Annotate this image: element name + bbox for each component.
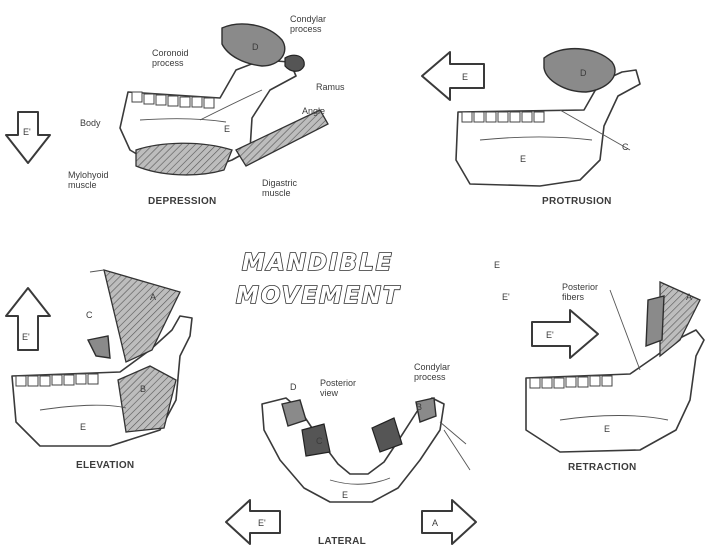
elevation-label-e: E <box>80 422 86 432</box>
protrusion-label-e: E <box>520 154 526 164</box>
depression-label-e: E <box>224 124 230 134</box>
lateral-label-e: E <box>342 490 348 500</box>
lateral-label-c: C <box>316 436 323 446</box>
caption-elevation: ELEVATION <box>76 460 134 471</box>
caption-lateral: LATERAL <box>318 536 366 547</box>
title-mark1: E <box>494 260 500 270</box>
lateral-arrow-right-icon: A <box>422 500 476 544</box>
retraction-arrow-right-icon: E' <box>532 310 598 358</box>
lateral-label-d: D <box>290 382 297 392</box>
lateral-mandible <box>262 398 470 502</box>
protrusion-arrow-left-icon: E <box>422 52 484 100</box>
caption-protrusion: PROTRUSION <box>542 196 612 207</box>
label-body: Body <box>80 118 101 128</box>
title-mark2: E' <box>502 292 510 302</box>
protrusion-label-c: C <box>622 142 629 152</box>
depression-label-d: D <box>252 42 259 52</box>
caption-retraction: RETRACTION <box>568 462 637 473</box>
lateral-label-b: B <box>416 402 422 412</box>
title-line1: MANDIBLE <box>242 250 393 276</box>
title-line2: MOVEMENT <box>236 283 401 309</box>
depression-mandible <box>120 24 328 175</box>
elevation-mandible <box>12 270 192 446</box>
label-ramus: Ramus <box>316 82 345 92</box>
lateral-arrow-right-label: A <box>432 518 438 528</box>
lateral-arrow-left-icon: E' <box>226 500 280 544</box>
retraction-mandible <box>526 282 704 452</box>
caption-depression: DEPRESSION <box>148 196 217 207</box>
depression-arrow-down-icon: E' <box>6 112 50 163</box>
elevation-label-a: A <box>150 292 156 302</box>
elevation-arrow-up-icon: E' <box>6 288 50 350</box>
depression-arrow-label: E' <box>23 127 31 137</box>
label-angle: Angle <box>302 106 325 116</box>
protrusion-label-d: D <box>580 68 587 78</box>
retraction-label-a: A <box>686 292 692 302</box>
lateral-arrow-left-label: E' <box>258 518 266 528</box>
elevation-label-c: C <box>86 310 93 320</box>
panel-protrusion: E D E C PROTRUSION <box>422 49 640 207</box>
title-block: MANDIBLE MOVEMENT E E' <box>236 250 510 309</box>
elevation-arrow-label: E' <box>22 332 30 342</box>
protrusion-arrow-label: E <box>462 72 468 82</box>
retraction-label-e: E <box>604 424 610 434</box>
panel-elevation: E' A B C E ELEVATION <box>6 270 192 471</box>
retraction-arrow-label: E' <box>546 330 554 340</box>
elevation-label-b: B <box>140 384 146 394</box>
